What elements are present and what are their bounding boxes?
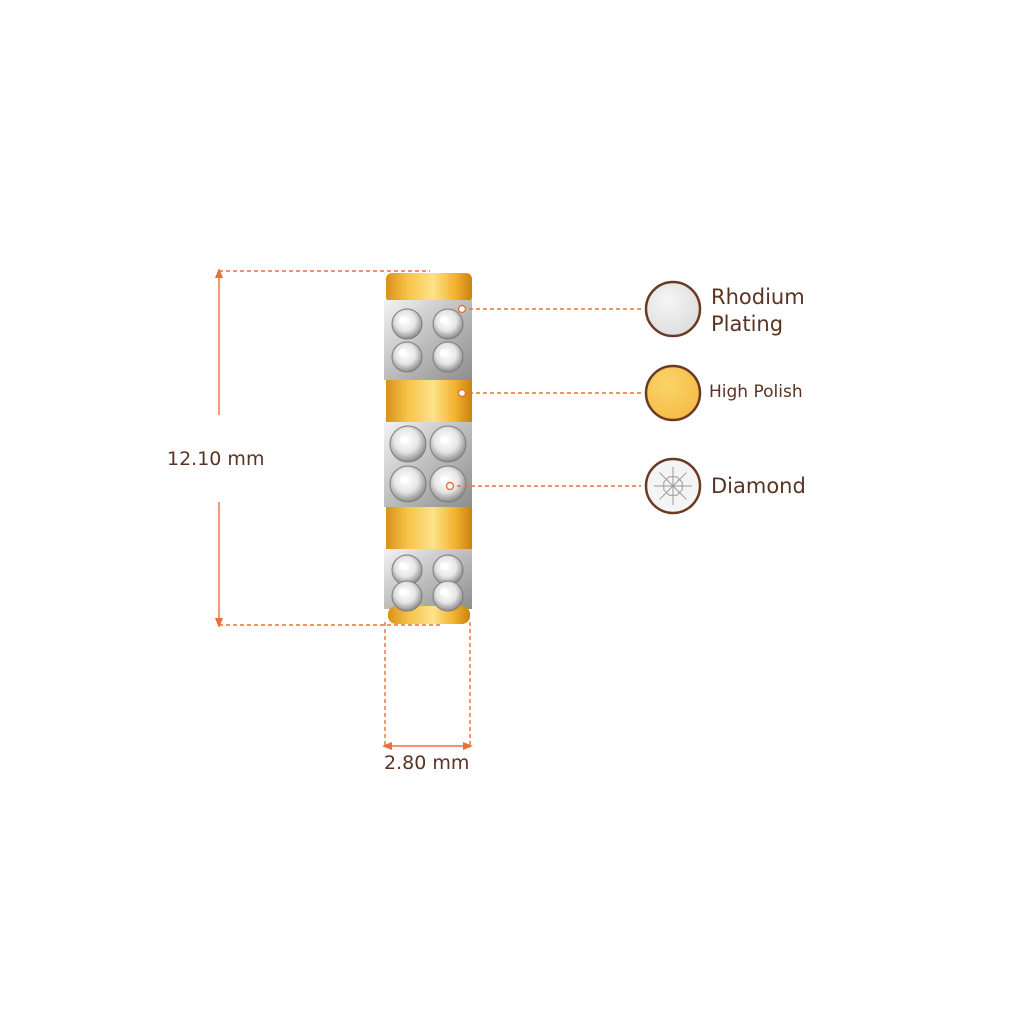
legend-swatches xyxy=(644,280,702,515)
diamond-stone xyxy=(391,308,423,340)
diamond-stone-highlight xyxy=(440,562,448,570)
diamond-stone-highlight xyxy=(399,316,407,324)
diamond-stone-highlight xyxy=(400,476,408,484)
diamond-icon xyxy=(654,467,692,505)
diamond-stone-highlight xyxy=(440,436,448,444)
rhodium-plating-swatch xyxy=(644,280,702,338)
leader-dot-diamond xyxy=(445,481,455,491)
diamond-stone xyxy=(432,580,464,612)
diamond-stone-highlight xyxy=(440,349,448,357)
diamond-stone xyxy=(391,341,423,373)
legend-label-diamond: Diamond xyxy=(711,474,806,498)
leader-dot-rhodium xyxy=(457,304,467,314)
dimension-lines xyxy=(215,268,641,750)
diamond-stone xyxy=(429,425,467,463)
gold-band-middle-2 xyxy=(386,507,472,549)
gold-band-top xyxy=(386,273,472,303)
diamond-stone-highlight xyxy=(400,436,408,444)
legend-label-high-polish: High Polish xyxy=(709,382,803,402)
height-arrow-top xyxy=(215,268,223,278)
earring-image xyxy=(384,273,472,624)
diamond-stone-highlight xyxy=(399,349,407,357)
legend-label-rhodium-plating: Rhodium Plating xyxy=(711,285,805,336)
leader-dot-high-polish xyxy=(457,388,467,398)
height-arrow-bottom xyxy=(215,618,223,628)
diamond-stone-highlight xyxy=(440,588,448,596)
width-dimension-label: 2.80 mm xyxy=(384,752,470,774)
diamond-stone xyxy=(432,308,464,340)
diamond-facet-table xyxy=(663,476,683,496)
diamond-stone xyxy=(389,465,427,503)
width-arrow-right xyxy=(463,742,473,750)
diamond-stone-highlight xyxy=(399,562,407,570)
gold-band-middle-1 xyxy=(386,380,472,422)
diamond-stone xyxy=(391,580,423,612)
diamond-stone-highlight xyxy=(440,316,448,324)
high-polish-swatch xyxy=(644,364,702,422)
diamond-stone xyxy=(389,425,427,463)
diamond-stone-highlight xyxy=(440,476,448,484)
width-arrow-left xyxy=(382,742,392,750)
diamond-stone-highlight xyxy=(399,588,407,596)
height-dimension-label: 12.10 mm xyxy=(167,448,265,470)
diamond-stone xyxy=(432,341,464,373)
diamond-stones xyxy=(389,308,467,612)
